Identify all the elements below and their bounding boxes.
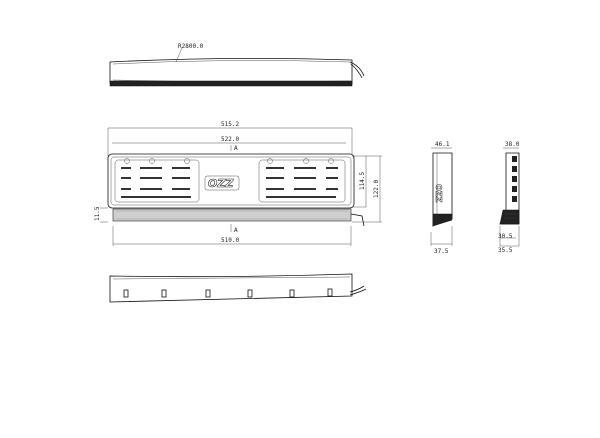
plate-width-label: 522.0 bbox=[221, 136, 239, 143]
inner-height-label: 114.5 bbox=[359, 172, 366, 190]
bottom-view bbox=[109, 273, 367, 303]
overall-width-label: 515.2 bbox=[221, 121, 239, 128]
bottom-width-label: 510.0 bbox=[221, 237, 239, 244]
section-mark-bottom: A bbox=[234, 227, 238, 234]
overall-height-label: 122.0 bbox=[373, 180, 380, 198]
section-depth-b-label: 35.5 bbox=[498, 247, 513, 254]
side-depth-bottom-label: 37.5 bbox=[434, 248, 449, 255]
front-view: 515.2 522.0 A bbox=[94, 121, 382, 246]
side-depth-top-label: 46.1 bbox=[435, 141, 450, 148]
side-view: 46.1 OZZ 37.5 bbox=[430, 141, 453, 255]
top-radius-label: R2800.0 bbox=[178, 43, 204, 50]
light-bar-height-label: 11.5 bbox=[94, 206, 101, 221]
side-logo: OZZ bbox=[434, 184, 443, 203]
light-bar bbox=[112, 208, 352, 222]
ozz-logo: OZZ bbox=[208, 177, 234, 190]
section-width-top-label: 38.0 bbox=[505, 141, 520, 148]
section-mark-top: A bbox=[234, 145, 238, 152]
top-view: R2800.0 bbox=[109, 43, 365, 87]
section-depth-a-label: 30.5 bbox=[498, 233, 513, 240]
section-view: 38.0 30.5 35.5 bbox=[498, 141, 520, 254]
